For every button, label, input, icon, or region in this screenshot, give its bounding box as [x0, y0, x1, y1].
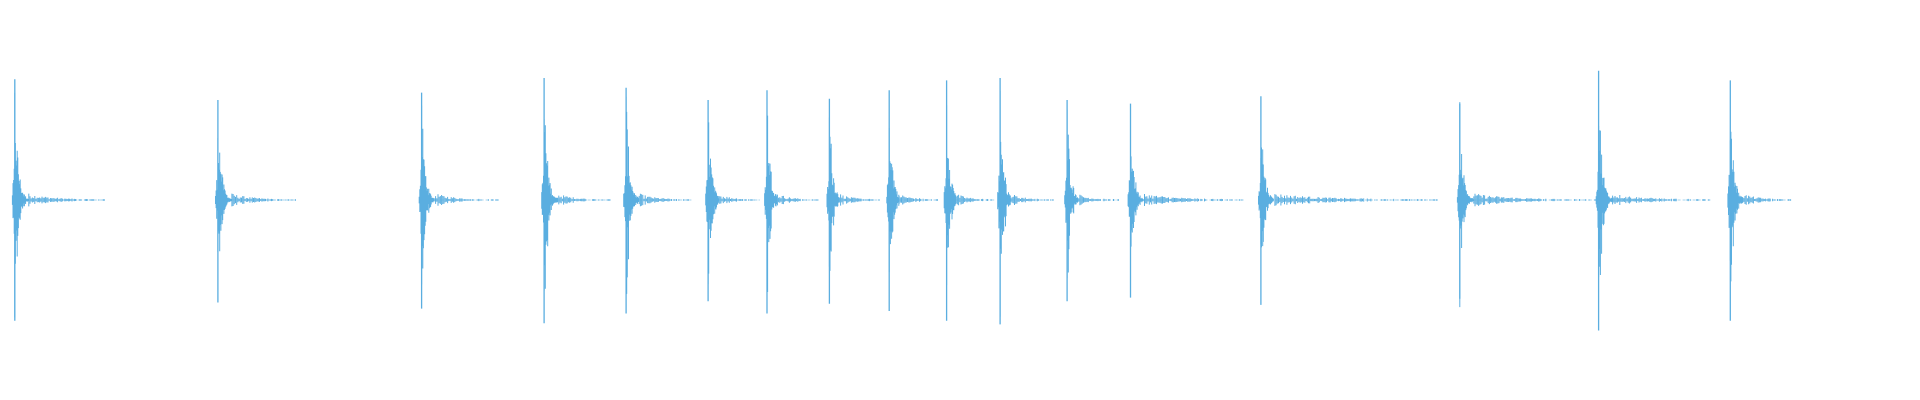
transient-6 [705, 100, 760, 302]
transient-decay [764, 115, 818, 292]
transient-16 [1595, 70, 1711, 331]
transient-decay [541, 119, 611, 291]
transient-decay [215, 138, 296, 252]
transient-decay [1127, 136, 1244, 262]
transient-decay [1064, 109, 1119, 279]
transient-14 [1258, 96, 1438, 305]
transient-11 [997, 78, 1054, 325]
transient-10 [943, 80, 995, 321]
transient-3 [418, 92, 501, 309]
transient-5 [623, 87, 692, 314]
transients-layer [11, 70, 1792, 331]
transient-7 [764, 90, 819, 314]
transient-15 [1456, 102, 1597, 308]
transient-decay [705, 122, 758, 285]
transient-17 [1727, 80, 1792, 321]
transient-12 [1064, 100, 1119, 302]
transient-decay [1727, 131, 1792, 282]
transient-decay [943, 105, 992, 286]
transient-decay [1595, 126, 1711, 278]
transient-2 [215, 100, 297, 303]
transient-8 [826, 98, 880, 304]
transient-decay [1456, 102, 1596, 308]
transient-1 [11, 79, 105, 321]
transient-decay [11, 92, 105, 318]
transient-decay [826, 117, 880, 271]
transient-4 [541, 78, 612, 324]
transient-decay [997, 90, 1054, 317]
transient-decay [1258, 147, 1438, 248]
transient-decay [418, 105, 499, 285]
transient-9 [886, 90, 940, 311]
transient-decay [623, 96, 689, 295]
transient-13 [1127, 103, 1244, 298]
